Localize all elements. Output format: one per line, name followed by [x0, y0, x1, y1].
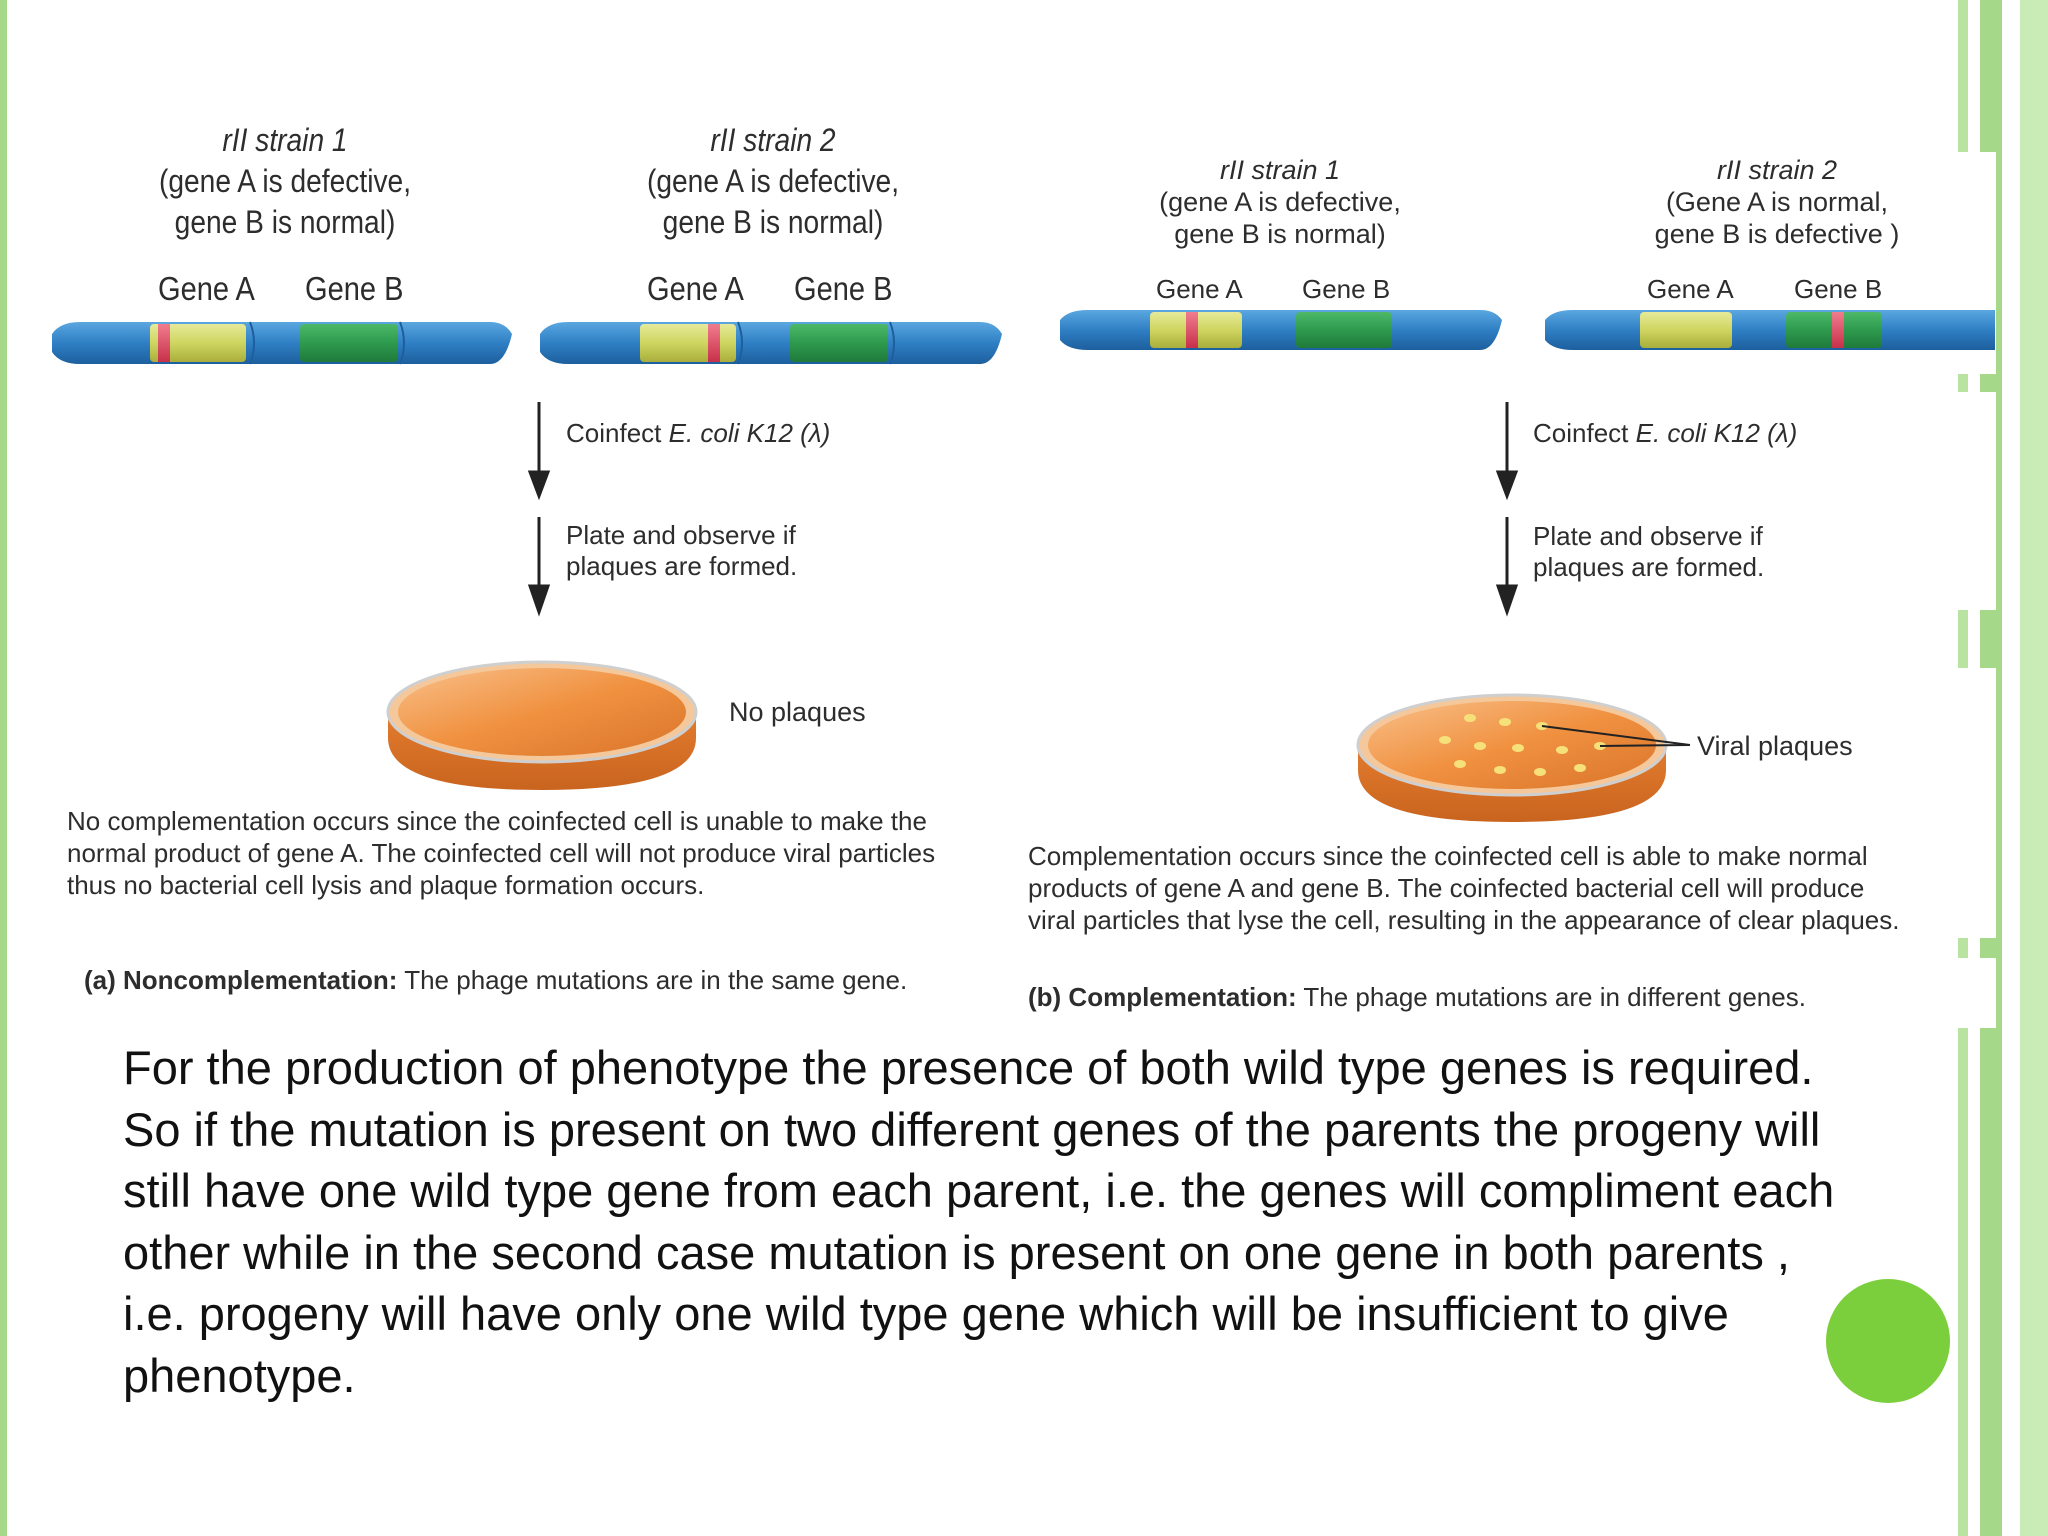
chromosome-left-strain2 [540, 321, 1002, 365]
petri-dish-viral-plaques [1356, 693, 1691, 822]
figure-overlap [1958, 392, 1996, 610]
gene-a-segment [1640, 312, 1732, 348]
gene-b-segment [1296, 312, 1392, 348]
mutation-marker [708, 324, 720, 362]
mutation-marker [1832, 312, 1844, 348]
gene-a-label: Gene A [1156, 274, 1243, 304]
viral-plaques [1439, 714, 1606, 776]
result-caption-right: Complementation occurs since the coinfec… [1028, 841, 1900, 935]
chromosome-right-strain2 [1545, 310, 1995, 350]
figure-overlap [1958, 958, 1996, 1028]
decorative-green-circle [1826, 1279, 1950, 1403]
mutation-marker [1186, 312, 1198, 348]
plate-label-no-plaques: No plaques [729, 697, 866, 727]
plate-label-viral-plaques: Viral plaques [1697, 731, 1853, 761]
slide-body-text: For the production of phenotype the pres… [123, 1041, 1835, 1402]
petri-dish-no-plaques [386, 660, 698, 790]
gene-a-segment [640, 324, 736, 362]
gene-b-segment [790, 324, 888, 362]
gene-b-label: Gene B [305, 270, 404, 307]
strain-title-right-1: rII strain 1 (gene A is defective, gene … [1159, 155, 1401, 249]
chromosome-right-strain1 [1060, 310, 1502, 350]
strain-title-right-2: rII strain 2 (Gene A is normal, gene B i… [1654, 155, 1900, 249]
strain-title-left-1: rII strain 1 (gene A is defective, gene … [158, 122, 412, 240]
figure-overlap [1958, 668, 1996, 938]
mutation-marker [158, 324, 170, 362]
slide-border-left [0, 0, 7, 1536]
strain-title-left-2: rII strain 2 (gene A is defective, gene … [646, 122, 900, 240]
step-coinfect: Coinfect E. coli K12 (λ) [566, 418, 831, 448]
gene-b-segment [300, 324, 398, 362]
arrows-right [1495, 402, 1519, 617]
slide-border-right [2020, 0, 2048, 1536]
gene-b-label: Gene B [794, 270, 893, 307]
step-plate: Plate and observe if plaques are formed. [1533, 521, 1765, 582]
result-caption-left: No complementation occurs since the coin… [67, 806, 936, 900]
part-caption-b: (b) Complementation: The phage mutations… [1028, 982, 1806, 1012]
chromosome-left-strain1 [52, 321, 512, 365]
gene-a-label: Gene A [1647, 274, 1734, 304]
gene-a-label: Gene A [158, 270, 255, 307]
part-caption-a: (a) Noncomplementation: The phage mutati… [84, 965, 908, 995]
gene-b-label: Gene B [1302, 274, 1391, 304]
arrows-left [527, 402, 551, 617]
step-plate: Plate and observe if plaques are formed. [566, 520, 798, 581]
gene-a-segment [150, 324, 246, 362]
gene-b-label: Gene B [1794, 274, 1883, 304]
gene-a-label: Gene A [647, 270, 744, 307]
step-coinfect: Coinfect E. coli K12 (λ) [1533, 418, 1798, 448]
